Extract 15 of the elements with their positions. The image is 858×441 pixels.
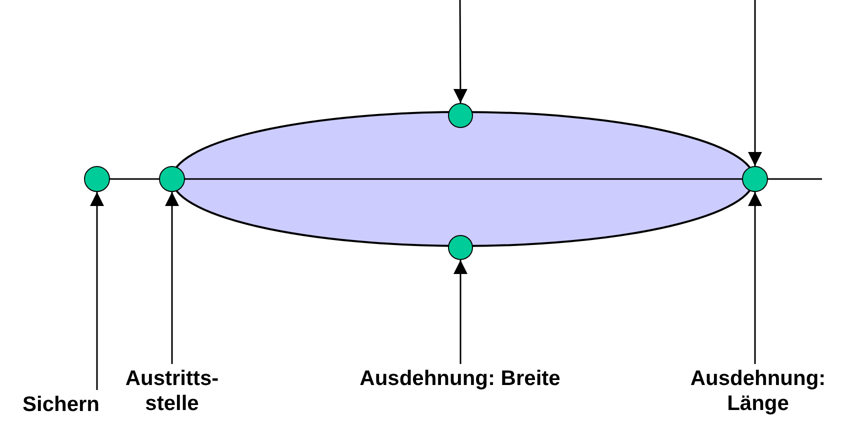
callout-label: Sichern <box>8 392 114 417</box>
marker-dot <box>448 235 473 260</box>
arrow <box>453 0 468 103</box>
marker-dot <box>448 103 473 128</box>
marker-dot <box>742 166 768 192</box>
marker-dot <box>159 166 185 192</box>
callout-label: Ausdehnung: Breite <box>355 366 565 391</box>
arrow <box>90 192 104 390</box>
arrow <box>748 0 762 166</box>
arrow <box>165 192 179 364</box>
arrow <box>748 192 762 364</box>
callout-label: Austritts- stelle <box>120 366 224 416</box>
callout-label: Ausdehnung: Länge <box>660 366 856 416</box>
marker-dot <box>84 166 110 192</box>
arrow <box>454 260 468 364</box>
